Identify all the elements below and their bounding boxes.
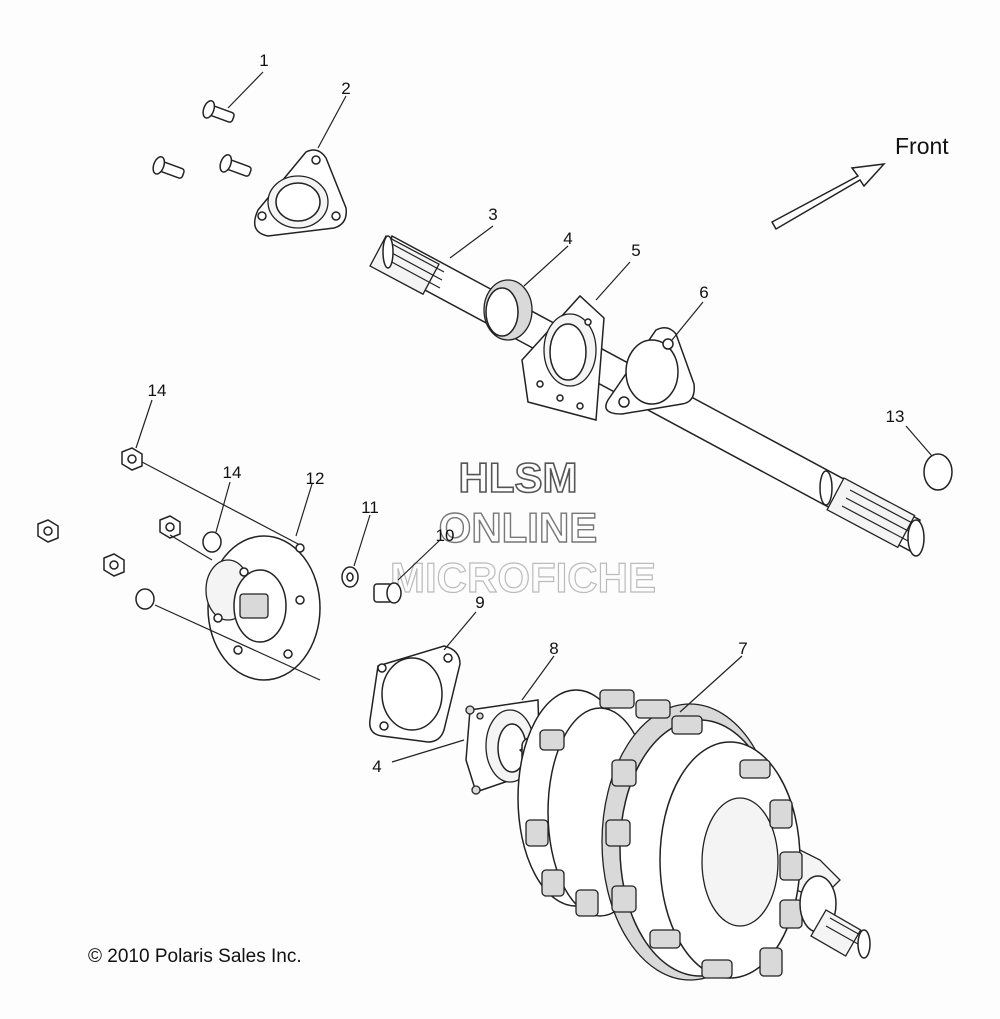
copyright-notice: © 2010 Polaris Sales Inc.	[88, 946, 302, 967]
callout-7: 7	[738, 639, 747, 658]
part-10-pin	[373, 539, 441, 604]
callout-6: 6	[699, 283, 708, 302]
part-11-washer	[341, 514, 371, 588]
part-2-flange	[253, 95, 347, 237]
part-9-gasket	[369, 611, 477, 743]
watermark-line-3: MICROFICHE	[390, 554, 656, 601]
callout-3: 3	[488, 205, 497, 224]
part-14-nuts	[37, 399, 301, 610]
part-5-housing	[521, 261, 631, 421]
watermark: HLSM ONLINE MICROFICHE	[389, 453, 656, 601]
part-13-oring	[905, 425, 953, 491]
part-12-hub	[154, 483, 321, 681]
callout-10: 10	[436, 526, 455, 545]
callout-13: 13	[886, 407, 905, 426]
watermark-line-2: ONLINE	[439, 504, 598, 551]
callout-5: 5	[631, 241, 640, 260]
callout-11: 11	[361, 498, 379, 517]
sprocket-teeth	[525, 689, 803, 979]
callout-4-bottom: 4	[372, 757, 381, 776]
part-7-sprocket-assembly	[517, 655, 871, 981]
callout-14-upper: 14	[148, 381, 167, 400]
callout-1: 1	[259, 51, 268, 70]
part-4-bearing-bottom	[391, 739, 465, 763]
callout-12: 12	[306, 469, 325, 488]
part-4-bearing-top	[483, 245, 569, 341]
callout-8: 8	[549, 639, 558, 658]
watermark-line-1: HLSM	[459, 454, 578, 501]
callout-9: 9	[475, 593, 484, 612]
callout-labels: 1 2 3 4 5 6 13 14 14 12 11 10 9 8 7 4	[148, 51, 905, 776]
front-arrow: Front	[770, 133, 949, 231]
callout-2: 2	[341, 79, 350, 98]
part-6-gasket	[605, 301, 704, 415]
part-1-bolts	[152, 71, 264, 179]
front-label: Front	[895, 133, 949, 159]
callout-4-top: 4	[563, 229, 572, 248]
callout-14-lower: 14	[223, 463, 242, 482]
